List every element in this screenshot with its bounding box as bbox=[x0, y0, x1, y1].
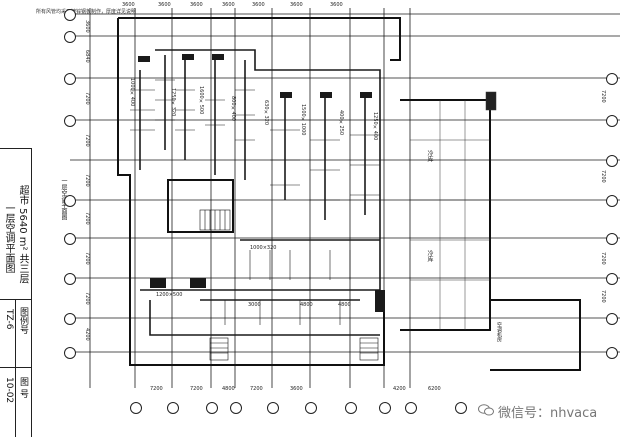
sheet-cell: 图 号 10-02 bbox=[0, 367, 31, 437]
duct-system bbox=[139, 49, 381, 336]
dim-left: 7200 bbox=[84, 134, 90, 147]
dim-top: 3600 bbox=[330, 2, 343, 8]
dim-bottom: 4200 bbox=[393, 386, 406, 392]
duct-label: 400×250 bbox=[338, 110, 344, 136]
title-block: 超市 5640 m² 共三层 一层空调平面图 图例号 TZ-6 图 号 10-0… bbox=[0, 148, 32, 437]
grid-bubble bbox=[64, 195, 76, 207]
grid-bubble bbox=[130, 402, 142, 414]
dim-bottom: 4800 bbox=[222, 386, 235, 392]
grid-bubble bbox=[64, 115, 76, 127]
dim-bottom: 3600 bbox=[290, 386, 303, 392]
main-title: 超市 5640 m² 共三层 bbox=[17, 185, 28, 284]
grid-bubble bbox=[405, 402, 417, 414]
grid-bubble bbox=[267, 402, 279, 414]
grid-bubble bbox=[64, 233, 76, 245]
duct-label: 1000×400 bbox=[129, 78, 135, 107]
dim-right: 7200 bbox=[600, 90, 606, 103]
grid-bubble bbox=[606, 155, 618, 167]
dim-left: 7200 bbox=[84, 92, 90, 105]
grid-bubble bbox=[379, 402, 391, 414]
branch-ducts bbox=[130, 79, 380, 325]
dim-top: 3600 bbox=[290, 2, 303, 8]
dim-bottom: 7200 bbox=[190, 386, 203, 392]
duct-label: 1250×400 bbox=[372, 112, 378, 141]
dim-left: 4200 bbox=[84, 328, 90, 341]
grid-bubble bbox=[606, 347, 618, 359]
duct-label: 1200×500 bbox=[156, 292, 183, 298]
dim-top: 3600 bbox=[158, 2, 171, 8]
dim-left: 6840 bbox=[84, 50, 90, 63]
grid-bubble bbox=[606, 195, 618, 207]
title-cell: 超市 5640 m² 共三层 一层空调平面图 bbox=[0, 149, 31, 300]
grid-bubble bbox=[206, 402, 218, 414]
subtitle: 一层空调平面图 bbox=[3, 203, 14, 273]
duct-label: 1000×320 bbox=[250, 245, 277, 251]
duct-label: 1500×1000 bbox=[300, 104, 306, 136]
duct-label: 630×320 bbox=[263, 100, 269, 126]
grid-bubble bbox=[230, 402, 242, 414]
dim-right: 7200 bbox=[600, 170, 606, 183]
grid-bubble bbox=[345, 402, 357, 414]
grid-bubble bbox=[64, 273, 76, 285]
sheet-value: 10-02 bbox=[4, 377, 14, 404]
dim-right: 7200 bbox=[600, 252, 606, 265]
dim-top: 3600 bbox=[222, 2, 235, 8]
dim-top: 3600 bbox=[252, 2, 265, 8]
drawing-no-label: 图例号 bbox=[18, 307, 28, 334]
dim-left: 3600 bbox=[84, 20, 90, 33]
dim-right: 7200 bbox=[600, 290, 606, 303]
grid-bubble bbox=[167, 402, 179, 414]
grid-bubble bbox=[305, 402, 317, 414]
grid-bubble bbox=[64, 9, 76, 21]
dim-left: 7200 bbox=[84, 252, 90, 265]
dim-bottom: 7200 bbox=[150, 386, 163, 392]
duct-label: 800×400 bbox=[230, 96, 236, 122]
grid-bubble bbox=[606, 233, 618, 245]
grid-bubble bbox=[455, 402, 467, 414]
room-label: 冷库 bbox=[426, 150, 433, 162]
right-wing-grid bbox=[410, 91, 497, 330]
corner-note: 所有风管均采用镀锌钢板制作，厚度详见说明 bbox=[36, 9, 137, 15]
room-label: 空调机房 bbox=[496, 322, 502, 342]
room-label: 冷库 bbox=[426, 250, 433, 262]
duct-label: 4800 bbox=[300, 302, 313, 308]
dim-left: 7200 bbox=[84, 174, 90, 187]
dim-top: 3600 bbox=[190, 2, 203, 8]
stairs bbox=[199, 209, 379, 361]
watermark-text: 微信号：nhvaca bbox=[498, 406, 598, 421]
diffusers bbox=[138, 54, 385, 312]
building-walls bbox=[117, 17, 581, 371]
wechat-icon bbox=[478, 404, 494, 416]
grid-bubble bbox=[606, 273, 618, 285]
dim-bottom: 6200 bbox=[428, 386, 441, 392]
dim-top: 3600 bbox=[122, 2, 135, 8]
grid-lines bbox=[70, 8, 620, 388]
dim-left: 7200 bbox=[84, 292, 90, 305]
grid-bubble bbox=[606, 115, 618, 127]
sheet-label: 图 号 bbox=[18, 377, 28, 398]
grid-bubble bbox=[606, 73, 618, 85]
dim-left: 7200 bbox=[84, 212, 90, 225]
duct-label: 4800 bbox=[338, 302, 351, 308]
grid-bubble bbox=[64, 31, 76, 43]
drawing-no-value: TZ-6 bbox=[4, 309, 14, 330]
grid-bubble bbox=[606, 313, 618, 325]
dim-bottom: 7200 bbox=[250, 386, 263, 392]
title-divider bbox=[15, 299, 16, 437]
duct-label: 3000 bbox=[248, 302, 261, 308]
grid-bubble bbox=[64, 313, 76, 325]
duct-label: 1250×320 bbox=[170, 88, 176, 117]
duct-label: 1600×500 bbox=[198, 86, 204, 115]
grid-bubble bbox=[64, 347, 76, 359]
grid-bubble bbox=[64, 73, 76, 85]
plan-label: 一层空调平面图 bbox=[60, 178, 67, 220]
